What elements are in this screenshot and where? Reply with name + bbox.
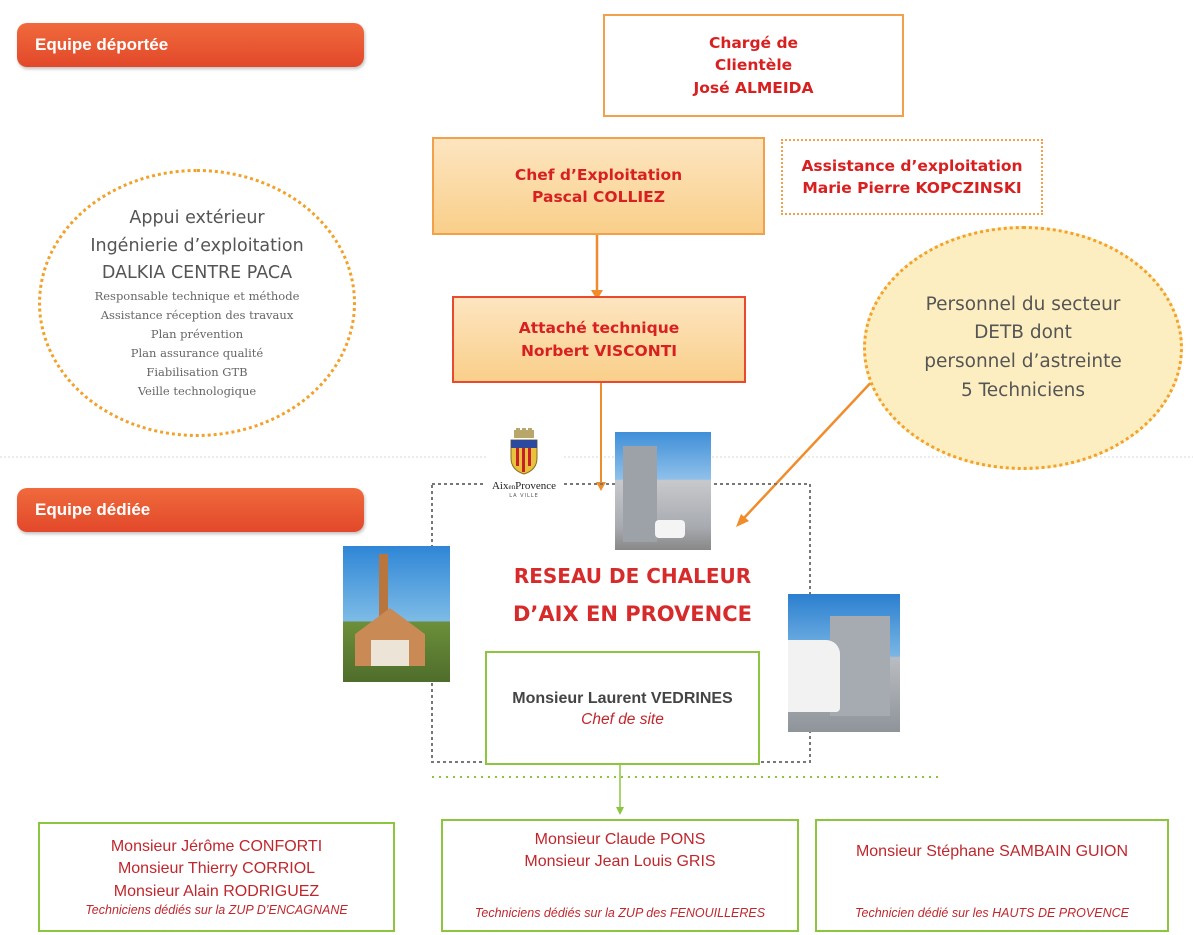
external-support-detail: Plan prévention (150, 326, 244, 341)
arrowhead-site (596, 482, 606, 491)
team-fenouilleres-box: Monsieur Claude PONS Monsieur Jean Louis… (441, 819, 799, 932)
external-support-subtitle: Ingénierie d’exploitation (90, 235, 304, 256)
operations-assistant-name: Marie Pierre KOPCZINSKI (802, 179, 1022, 197)
external-support-detail: Plan assurance qualité (130, 345, 264, 360)
team-encagnane-box: Monsieur Jérôme CONFORTI Monsieur Thierr… (38, 822, 395, 932)
external-support-company: DALKIA CENTRE PACA (101, 262, 293, 283)
site-manager-name: Monsieur Laurent VEDRINES (512, 690, 733, 707)
network-title: RESEAU DE CHALEUR D’AIX EN PROVENCE (460, 564, 805, 626)
logo-city: Aix (491, 480, 509, 492)
section-deported-team: Equipe déportée (17, 23, 364, 67)
operations-assistant-title: Assistance d’exploitation (801, 156, 1023, 175)
team-role: Techniciens dédiés sur la ZUP D’ENCAGNAN… (85, 903, 348, 918)
section-dedicated-team: Equipe dédiée (17, 488, 364, 532)
external-support-ellipse: Appui extérieur Ingénierie d’exploitatio… (38, 169, 356, 437)
logo-tagline: LA VILLE (509, 493, 539, 500)
external-support-detail: Assistance réception des travaux (100, 307, 294, 322)
team-role: Techniciens dédiés sur la ZUP des FENOUI… (474, 906, 766, 920)
operations-assistant-box: Assistance d’exploitation Marie Pierre K… (781, 139, 1043, 215)
sector-staff-line: Personnel du secteur (925, 293, 1121, 315)
logo-en: en (508, 483, 516, 491)
arrowhead-teams (616, 807, 624, 815)
section-deported-label: Equipe déportée (35, 35, 169, 54)
chief-operations-title: Chef d’Exploitation (514, 165, 683, 184)
client-manager-title-1: Chargé de (708, 33, 799, 52)
external-support-detail: Fiabilisation GTB (146, 364, 248, 379)
chief-operations-box: Chef d’Exploitation Pascal COLLIEZ (432, 137, 765, 235)
team-hauts-de-provence-box: Monsieur Stéphane SAMBAIN GUION Technici… (815, 819, 1169, 932)
external-support-title: Appui extérieur (129, 208, 265, 229)
sector-staff-line: personnel d’astreinte (924, 351, 1122, 372)
sector-staff-count: 5 Techniciens (960, 379, 1085, 401)
client-manager-box: Chargé de Clientèle José ALMEIDA (603, 14, 904, 117)
network-title-line-2: D’AIX EN PROVENCE (513, 602, 752, 626)
technical-attache-box: Attaché technique Norbert VISCONTI (452, 296, 746, 383)
site-manager-role: Chef de site (581, 711, 664, 728)
logo-provence: Provence (515, 480, 557, 492)
plant-vehicle-photo (788, 594, 900, 732)
external-support-detail: Responsable technique et méthode (94, 288, 300, 303)
team-member-name: Monsieur Alain RODRIGUEZ (113, 882, 320, 900)
sector-staff-line: DETB dont (974, 322, 1072, 344)
technical-attache-name: Norbert VISCONTI (520, 341, 678, 360)
sector-staff-ellipse: Personnel du secteur DETB dont personnel… (863, 226, 1183, 470)
network-title-line-1: RESEAU DE CHALEUR (513, 564, 752, 588)
team-member-name: Monsieur Jean Louis GRIS (524, 853, 716, 871)
external-support-detail: Veille technologique (137, 383, 257, 398)
team-member-name: Monsieur Stéphane SAMBAIN GUION (855, 843, 1129, 860)
arrowhead-attache (591, 290, 603, 300)
city-crest-icon (510, 428, 538, 475)
team-member-name: Monsieur Claude PONS (534, 831, 706, 848)
client-manager-name: José ALMEIDA (693, 78, 814, 97)
section-dedicated-label: Equipe dédiée (35, 500, 151, 519)
technical-attache-title: Attaché technique (518, 319, 680, 338)
team-member-name: Monsieur Thierry CORRIOL (117, 860, 316, 878)
team-member-name: Monsieur Jérôme CONFORTI (110, 838, 323, 855)
boiler-building-photo (615, 432, 711, 550)
brick-building-photo (343, 546, 450, 682)
aix-en-provence-logo: AixenProvence LA VILLE (486, 428, 562, 520)
site-manager-box: Monsieur Laurent VEDRINES Chef de site (485, 651, 760, 765)
chief-operations-name: Pascal COLLIEZ (532, 188, 665, 206)
client-manager-title-2: Clientèle (714, 56, 793, 75)
arrowhead-sector (736, 514, 749, 527)
team-role: Technicien dédié sur les HAUTS DE PROVEN… (855, 906, 1129, 920)
connector-sector-to-site (743, 375, 878, 519)
